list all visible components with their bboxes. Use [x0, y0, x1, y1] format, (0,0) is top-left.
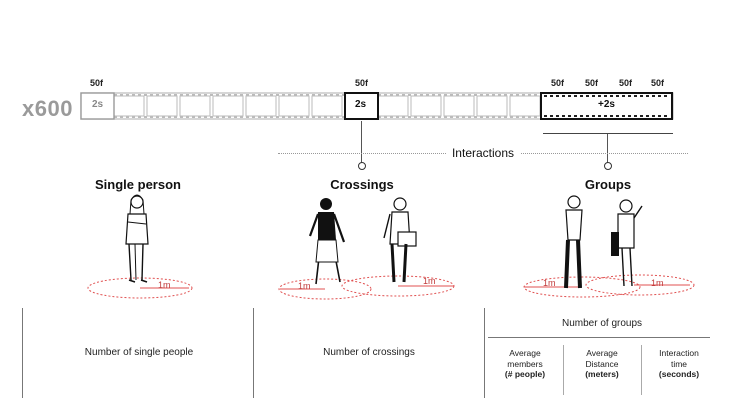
fps-label-group-1: 50f: [551, 78, 565, 88]
groups-title: Groups: [584, 177, 632, 192]
single-radius-label: 1m: [158, 280, 171, 290]
divider-left: [22, 308, 23, 398]
groups-radius-left: 1m: [543, 278, 556, 288]
metric-divider-2: [641, 345, 642, 395]
metric-line1: Average: [586, 348, 618, 358]
middle-frame-label: 2s: [355, 99, 367, 110]
metric-divider-1: [563, 345, 564, 395]
divider-right: [484, 308, 485, 398]
multiplier-label: x600: [22, 96, 73, 121]
fps-label-group-3: 50f: [619, 78, 633, 88]
metric-line2: members: [507, 358, 543, 369]
metric-interaction-time: Interaction time (seconds): [659, 348, 699, 380]
single-person-illustration: [87, 194, 193, 299]
first-frame-label: 2s: [92, 99, 104, 110]
groups-illustration: [523, 195, 695, 298]
crossings-count-text: Number of crossings: [323, 347, 415, 358]
crossings-radius-right: 1m: [423, 276, 436, 286]
metric-average-distance: Average Distance (meters): [585, 348, 619, 380]
metric-line1: Average: [509, 348, 541, 358]
interactions-label: Interactions: [445, 146, 521, 160]
metric-line2: Distance: [585, 358, 619, 369]
divider-middle: [253, 308, 254, 398]
single-count-text: Number of single people: [84, 347, 194, 358]
crossings-radius-left: 1m: [298, 281, 311, 291]
crossings-connector: [361, 121, 362, 165]
groups-connector-dot: [604, 162, 612, 170]
fps-label-first: 50f: [90, 78, 104, 88]
metric-unit: (# people): [504, 369, 546, 380]
crossings-connector-dot: [358, 162, 366, 170]
group-bracket: [543, 133, 673, 134]
groups-metrics-rule: [488, 337, 710, 338]
group-frame-label: +2s: [598, 99, 615, 110]
crossings-illustration: [278, 197, 455, 300]
metric-average-members: Average members (# people): [505, 348, 545, 380]
metric-unit: (meters): [585, 369, 619, 380]
fps-label-group-4: 50f: [651, 78, 665, 88]
metric-unit: (seconds): [658, 369, 700, 380]
metric-line2: time: [670, 358, 688, 369]
groups-connector: [607, 134, 608, 165]
metric-line1: Interaction: [659, 348, 699, 358]
single-person-title: Single person: [95, 177, 181, 192]
groups-count-text: Number of groups: [561, 318, 643, 329]
film-strip: [80, 92, 674, 120]
crossings-title: Crossings: [330, 177, 394, 192]
fps-label-group-2: 50f: [585, 78, 599, 88]
fps-label-middle: 50f: [355, 78, 369, 88]
groups-radius-right: 1m: [651, 278, 664, 288]
